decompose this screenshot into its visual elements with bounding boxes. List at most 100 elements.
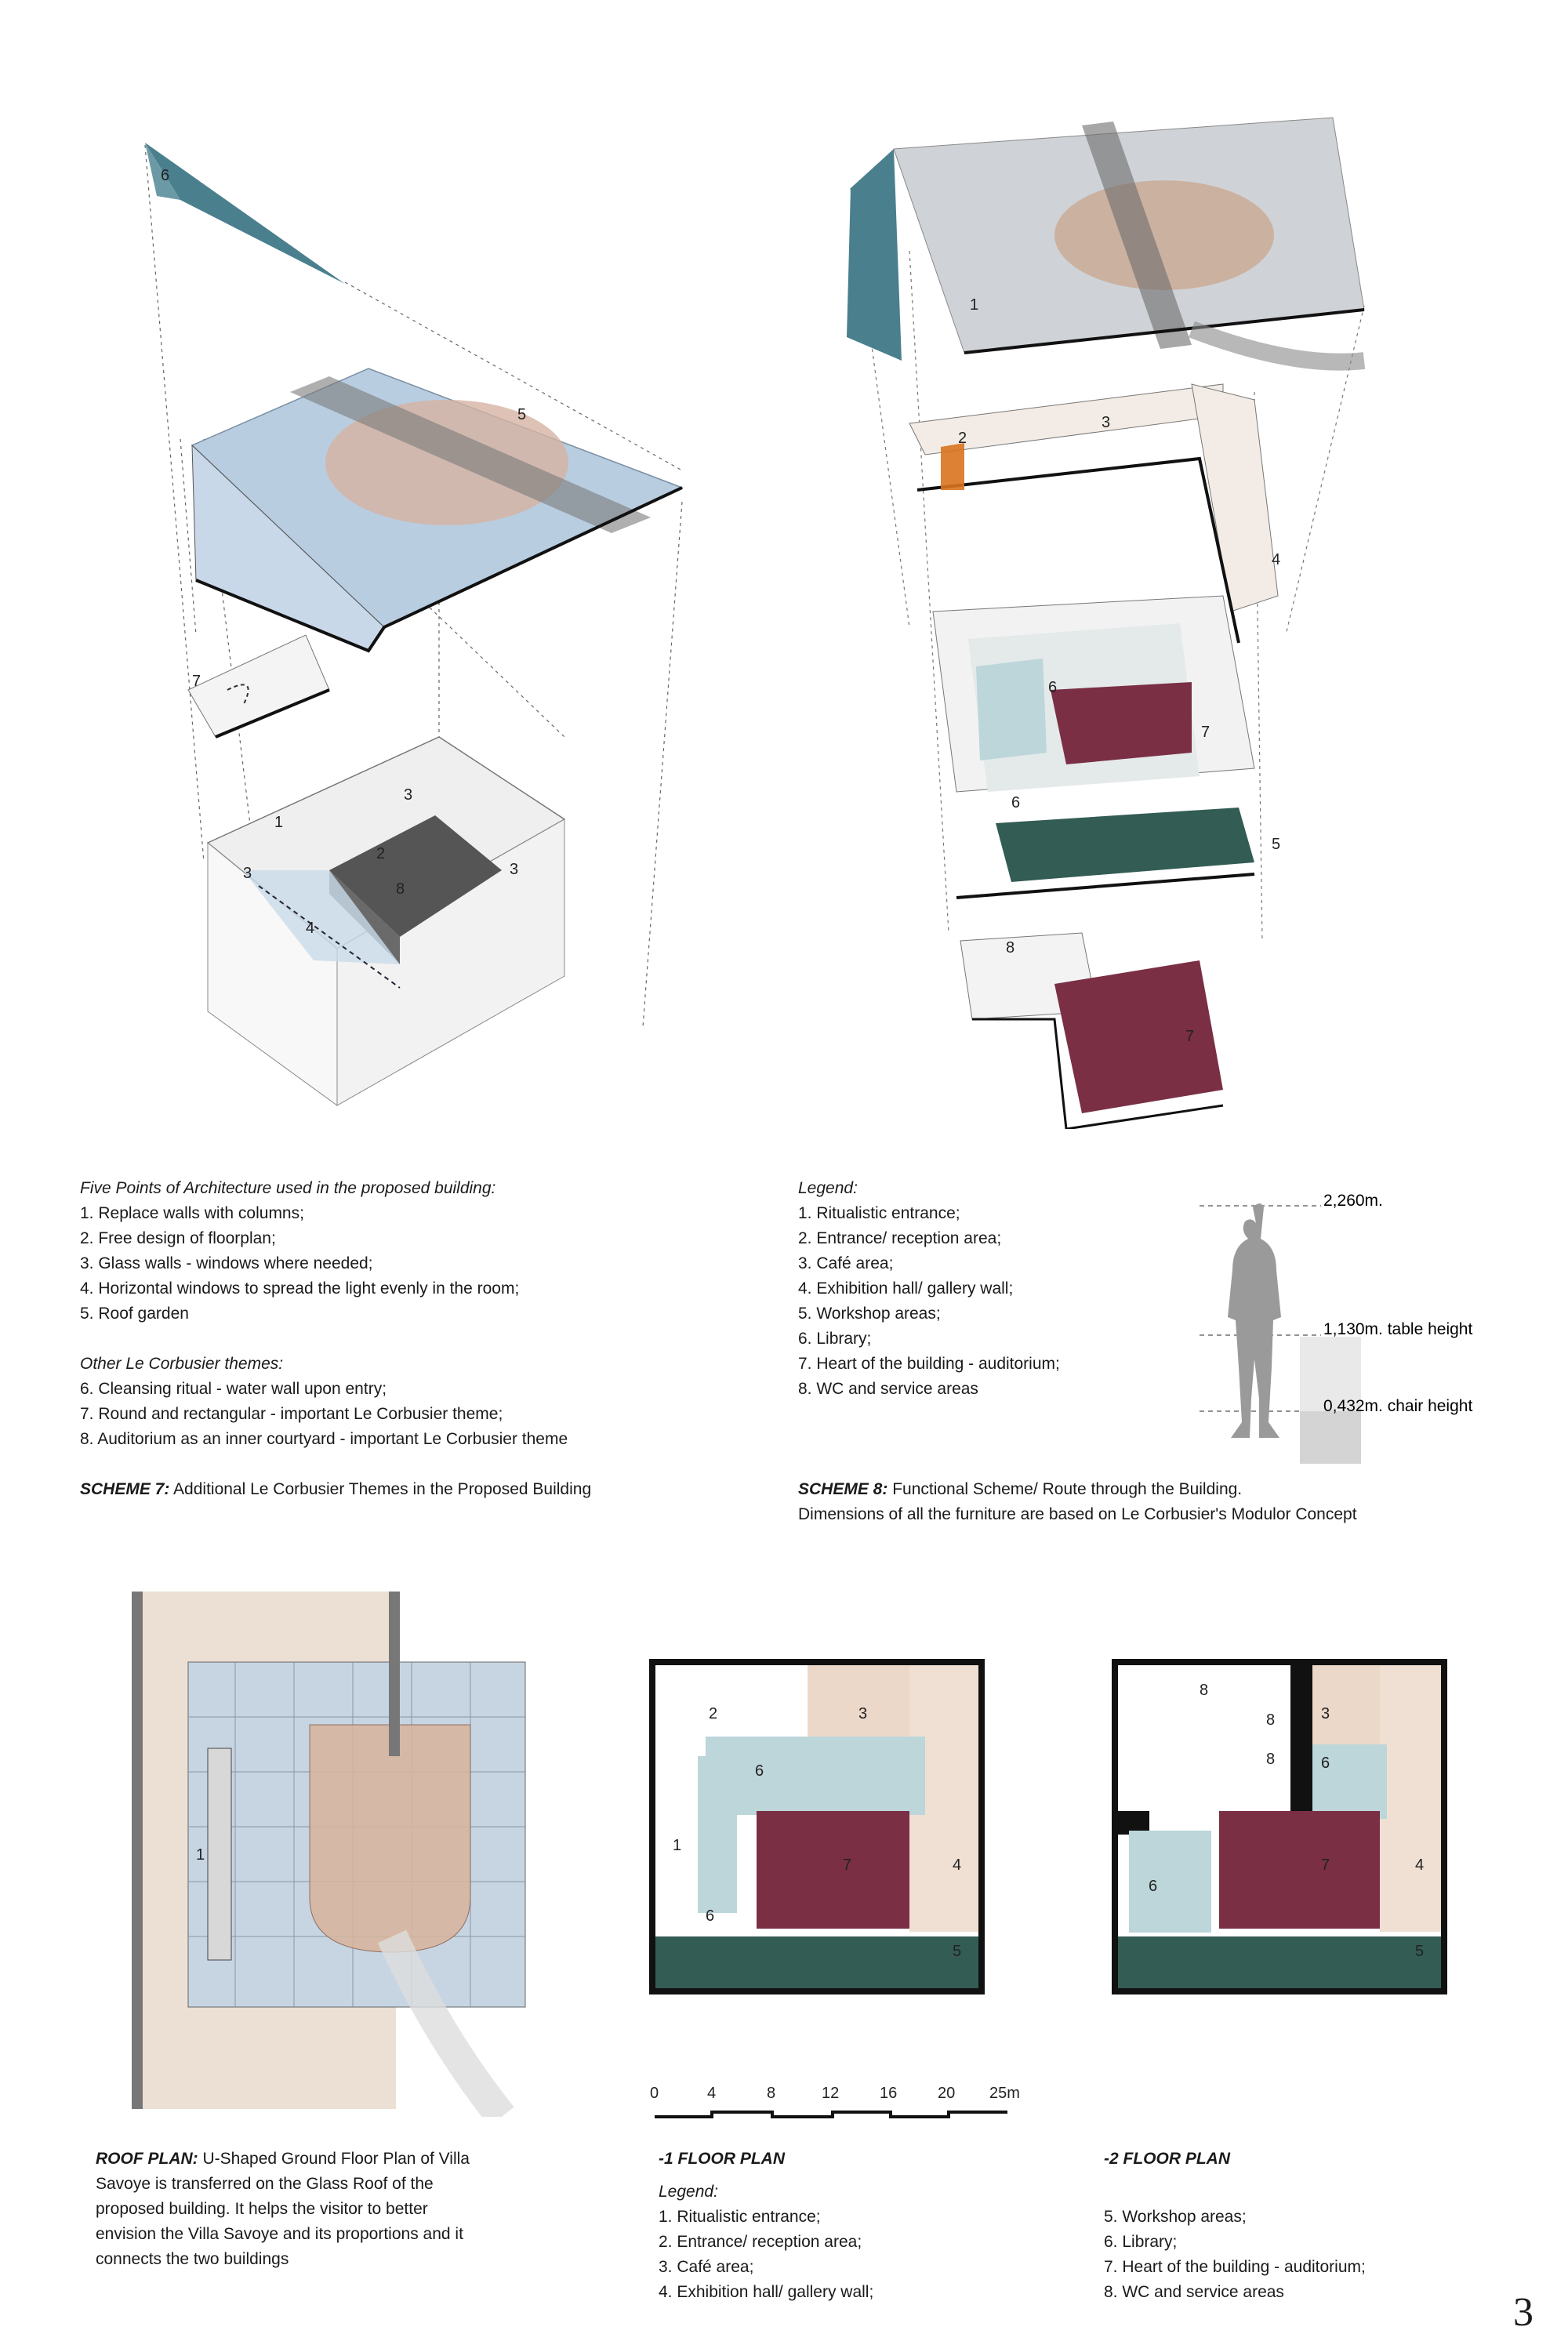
m1-label-6a: 6	[755, 1762, 764, 1780]
other-8: 8. Auditorium as an inner courtyard - im…	[80, 1430, 568, 1448]
point-5: 5. Roof garden	[80, 1305, 189, 1323]
page-number: 3	[1513, 2290, 1534, 2335]
m1-label-5: 5	[953, 1943, 961, 1960]
floor-minus1-plan: 2 3 6 1 7 4 6 5	[649, 1659, 985, 1994]
label-2: 2	[958, 430, 967, 447]
roof-plan-caption: ROOF PLAN: U-Shaped Ground Floor Plan of…	[96, 2147, 527, 2272]
roof-caption-line4: envision the Villa Savoye and its propor…	[96, 2225, 463, 2243]
m2-label-3: 3	[1321, 1705, 1330, 1722]
scheme8-legend: Legend: 1. Ritualistic entrance; 2. Entr…	[798, 1176, 1206, 1402]
level-main	[932, 595, 1255, 899]
scale-tick-12: 12	[822, 2085, 839, 2102]
scheme8-diagram: 1 2 3 4 6 7 6 5 8 7	[847, 117, 1366, 1129]
scheme7-diagram: 6 5 7 1 3 2 8 3 3 4	[144, 143, 684, 1106]
legend-1: 1. Ritualistic entrance;	[798, 1204, 960, 1222]
roof-caption-line1: U-Shaped Ground Floor Plan of Villa	[202, 2150, 470, 2168]
m2-label-4: 4	[1415, 1857, 1424, 1874]
legend-3: 3. Café area;	[798, 1254, 894, 1272]
m2-label-6a: 6	[1321, 1755, 1330, 1772]
ground-floor-box	[206, 736, 566, 1106]
points-title: Five Points of Architecture used in the …	[80, 1179, 496, 1197]
scale-tick-16: 16	[880, 2085, 897, 2102]
m2-label-8c: 8	[1266, 1751, 1275, 1768]
level-auditorium	[960, 932, 1224, 1129]
caption-label: SCHEME 8:	[798, 1480, 888, 1498]
roof-caption-line3: proposed building. It helps the visitor …	[96, 2200, 428, 2218]
m1-legend-2: 2. Entrance/ reception area;	[659, 2233, 862, 2251]
label-3b: 3	[243, 865, 252, 882]
m1-label-3: 3	[858, 1705, 867, 1722]
legend-7: 7. Heart of the building - auditorium;	[798, 1355, 1060, 1373]
label-7b: 7	[1185, 1028, 1194, 1045]
m2-legend-5: 5. Workshop areas;	[1104, 2208, 1247, 2226]
roof-plan: 1	[132, 1592, 526, 2117]
roof-caption-label: ROOF PLAN:	[96, 2150, 198, 2168]
roof-caption-line2: Savoye is transferred on the Glass Roof …	[96, 2175, 434, 2193]
label-4: 4	[306, 920, 314, 937]
modulor-man	[1228, 1203, 1281, 1438]
m1-legend-3: 3. Café area;	[659, 2258, 754, 2276]
level-entrance	[909, 383, 1279, 644]
point-2: 2. Free design of floorplan;	[80, 1229, 276, 1247]
caption-line2: Dimensions of all the furniture are base…	[798, 1505, 1357, 1523]
glass-roof	[191, 368, 684, 653]
label-5: 5	[517, 406, 526, 423]
ramp-fragment	[187, 634, 330, 739]
point-3: 3. Glass walls - windows where needed;	[80, 1254, 373, 1272]
floor-minus2-caption: -2 FLOOR PLAN 5. Workshop areas; 6. Libr…	[1104, 2147, 1480, 2305]
scale-tick-8: 8	[767, 2085, 775, 2102]
label-2: 2	[376, 845, 385, 862]
label-8: 8	[396, 880, 405, 898]
roof-label-1: 1	[196, 1846, 205, 1864]
legend-8: 8. WC and service areas	[798, 1380, 978, 1398]
m2-label-8b: 8	[1266, 1711, 1275, 1729]
label-3c: 3	[510, 861, 518, 878]
scale-tick-20: 20	[938, 2085, 955, 2102]
label-6a: 6	[1048, 679, 1057, 696]
legend-5: 5. Workshop areas;	[798, 1305, 941, 1323]
height-2260: 2,260m.	[1323, 1192, 1383, 1210]
m1-label-2: 2	[709, 1705, 717, 1722]
m1-label-6b: 6	[706, 1907, 714, 1925]
m2-legend-8: 8. WC and service areas	[1104, 2283, 1284, 2301]
scale-tick-4: 4	[707, 2085, 716, 2102]
water-wall-plane	[145, 143, 345, 284]
floor-minus1-title: -1 FLOOR PLAN	[659, 2150, 785, 2168]
m2-label-8a: 8	[1200, 1682, 1208, 1699]
label-3a: 3	[404, 786, 412, 804]
label-8: 8	[1006, 939, 1014, 956]
label-1: 1	[970, 296, 978, 314]
m2-label-7: 7	[1321, 1857, 1330, 1874]
legend-6: 6. Library;	[798, 1330, 872, 1348]
legend-title: Legend:	[798, 1179, 858, 1197]
legend-4: 4. Exhibition hall/ gallery wall;	[798, 1279, 1014, 1298]
modulor-diagram: 2,260m. 1,130m. table height 0,432m. cha…	[1200, 1192, 1472, 1464]
scale-tick-0: 0	[650, 2085, 659, 2102]
floor-minus2-plan: 8 8 8 3 6 7 4 6 5	[1112, 1659, 1447, 1994]
scale-tick-25m: 25m	[989, 2085, 1020, 2102]
label-3: 3	[1102, 414, 1110, 431]
m2-label-5: 5	[1415, 1943, 1424, 1960]
label-6: 6	[161, 167, 169, 184]
m1-legend-1: 1. Ritualistic entrance;	[659, 2208, 821, 2226]
roof-caption-line5: connects the two buildings	[96, 2250, 289, 2268]
scheme7-caption: SCHEME 7: Additional Le Corbusier Themes…	[80, 1477, 691, 1502]
point-1: 1. Replace walls with columns;	[80, 1204, 304, 1222]
m2-label-6b: 6	[1149, 1878, 1157, 1895]
label-7a: 7	[1201, 724, 1210, 741]
m1-label-4: 4	[953, 1857, 961, 1874]
label-6b: 6	[1011, 794, 1020, 811]
caption-text: Functional Scheme/ Route through the Bui…	[887, 1480, 1243, 1498]
height-0432: 0,432m. chair height	[1323, 1397, 1472, 1415]
other-title: Other Le Corbusier themes:	[80, 1355, 284, 1373]
height-1130: 1,130m. table height	[1323, 1320, 1472, 1338]
m1-label-1: 1	[673, 1837, 681, 1854]
point-4: 4. Horizontal windows to spread the ligh…	[80, 1279, 520, 1298]
floor-minus1-legend-title: Legend:	[659, 2183, 718, 2201]
scheme8-caption: SCHEME 8: Functional Scheme/ Route throu…	[798, 1477, 1551, 1527]
caption-label: SCHEME 7:	[80, 1480, 170, 1498]
m2-legend-7: 7. Heart of the building - auditorium;	[1104, 2258, 1366, 2276]
other-6: 6. Cleansing ritual - water wall upon en…	[80, 1380, 387, 1398]
scale-bar: 0 4 8 12 16 20 25m	[650, 2085, 1020, 2118]
caption-text: Additional Le Corbusier Themes in the Pr…	[169, 1480, 592, 1498]
